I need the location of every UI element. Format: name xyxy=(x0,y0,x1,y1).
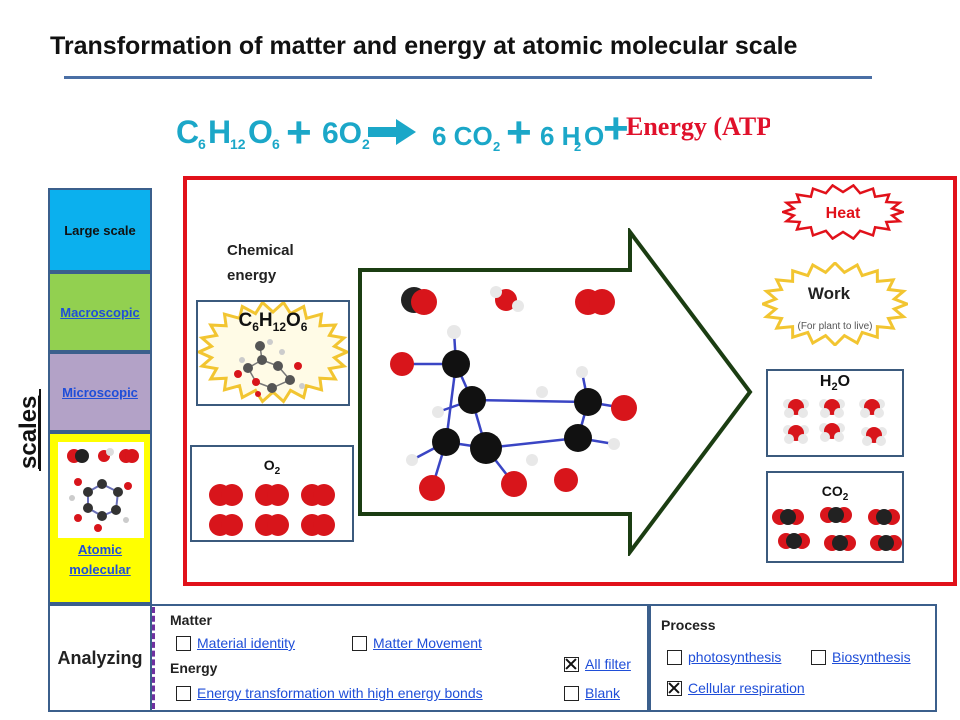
biosynthesis-checkbox[interactable] xyxy=(811,649,826,665)
process-section-title: Process xyxy=(661,617,716,633)
equation-h2o-o: O xyxy=(584,121,604,151)
heat-starburst: Heat xyxy=(782,184,904,240)
scale-microscopic-link[interactable]: Microscopic xyxy=(62,384,138,400)
blank-checkbox[interactable] xyxy=(564,685,579,701)
material-identity-link[interactable]: Material identity xyxy=(197,635,296,651)
scale-macroscopic[interactable]: Macroscopic xyxy=(48,272,152,352)
energy-section-title: Energy xyxy=(170,660,218,676)
equation-oxygen-sub: 2 xyxy=(362,136,370,152)
scale-large-label: Large scale xyxy=(64,222,136,238)
analyzing-label: Analyzing xyxy=(48,604,152,712)
energy-transformation-link[interactable]: Energy transformation with high energy b… xyxy=(197,685,483,701)
page-title: Transformation of matter and energy at a… xyxy=(50,32,798,60)
matter-movement-checkbox[interactable] xyxy=(352,635,367,651)
scale-atomic-molecular[interactable]: Atomic molecular xyxy=(48,432,152,604)
blank-option[interactable]: Blank xyxy=(564,685,620,701)
oxygen-molecules xyxy=(209,484,335,536)
scales-axis-label: scales xyxy=(15,389,42,471)
arrow-glucose-molecule xyxy=(390,325,637,501)
glucose-starburst xyxy=(198,302,348,404)
glucose-molecule-image xyxy=(58,442,144,538)
panel-divider xyxy=(152,607,155,709)
material-identity-option[interactable]: Material identity xyxy=(176,635,295,651)
equation-plus-2: + xyxy=(506,108,532,157)
svg-text:scales: scales xyxy=(15,396,42,469)
equation-plus-1: + xyxy=(286,108,312,157)
water-molecules xyxy=(783,399,887,446)
biosynthesis-link[interactable]: Biosynthesis xyxy=(832,649,911,665)
photosynthesis-option[interactable]: photosynthesis xyxy=(667,649,781,665)
scale-atomic-link-line2[interactable]: molecular xyxy=(69,562,131,577)
arrow-top-molecules xyxy=(401,286,615,315)
water-formula: H2O xyxy=(819,373,851,394)
carbon-dioxide-molecules xyxy=(772,507,902,551)
equation-glucose-sub3: 6 xyxy=(272,136,280,152)
cellular-respiration-link[interactable]: Cellular respiration xyxy=(688,680,805,696)
equation-h2o-sub: 2 xyxy=(574,139,581,154)
equation-oxygen: 6O xyxy=(322,117,362,150)
equation-glucose-h: H xyxy=(208,114,231,150)
equation-plus-3: + xyxy=(603,104,629,153)
cellular-respiration-checkbox[interactable] xyxy=(667,680,682,696)
oxygen-box: O2 xyxy=(190,445,354,542)
scale-large[interactable]: Large scale xyxy=(48,188,152,272)
glucose-box: C6H12O6 xyxy=(196,300,350,406)
blank-link[interactable]: Blank xyxy=(585,685,621,701)
transformation-arrow xyxy=(358,228,753,556)
scale-microscopic[interactable]: Microscopic xyxy=(48,352,152,432)
respiration-equation: C 6 H 12 O 6 + 6O 2 6 CO 2 + 6 H 2 O + E… xyxy=(176,104,770,157)
all-filter-option[interactable]: All filter xyxy=(564,656,631,672)
carbon-dioxide-formula: CO2 xyxy=(821,483,849,503)
water-box: H2O xyxy=(766,369,904,457)
process-panel: Process photosynthesis Biosynthesis Cell… xyxy=(649,604,937,712)
matter-movement-option[interactable]: Matter Movement xyxy=(352,635,482,651)
all-filter-link[interactable]: All filter xyxy=(585,656,631,672)
matter-movement-link[interactable]: Matter Movement xyxy=(373,635,482,651)
scale-atomic-link-line1[interactable]: Atomic xyxy=(77,542,123,557)
carbon-dioxide-box: CO2 xyxy=(766,471,904,563)
energy-transformation-checkbox[interactable] xyxy=(176,685,191,701)
photosynthesis-link[interactable]: photosynthesis xyxy=(688,649,782,665)
matter-section-title: Matter xyxy=(170,612,213,628)
equation-h2o-h: 6 H xyxy=(540,121,580,151)
equation-glucose-c: C xyxy=(176,114,199,150)
equation-co2: 6 CO xyxy=(432,121,493,151)
material-identity-checkbox[interactable] xyxy=(176,635,191,651)
equation-co2-sub: 2 xyxy=(493,139,500,154)
glucose-formula: C6H12O6 xyxy=(238,310,308,334)
equation-glucose-sub1: 6 xyxy=(198,136,206,152)
oxygen-formula: O2 xyxy=(263,457,281,477)
biosynthesis-option[interactable]: Biosynthesis xyxy=(811,649,911,665)
work-starburst: Work (For plant to live) xyxy=(762,262,908,346)
equation-arrow-icon xyxy=(368,119,416,145)
all-filter-checkbox[interactable] xyxy=(564,656,579,672)
matter-energy-panel: Matter Material identity Matter Movement… xyxy=(152,604,649,712)
equation-energy: Energy (ATP) xyxy=(626,112,770,141)
transformation-frame xyxy=(183,176,957,586)
equation-glucose-o: O xyxy=(248,114,273,150)
energy-transformation-option[interactable]: Energy transformation with high energy b… xyxy=(176,685,483,701)
photosynthesis-checkbox[interactable] xyxy=(667,649,682,665)
equation-glucose-sub2: 12 xyxy=(230,136,246,152)
title-underline xyxy=(64,76,872,79)
chemical-energy-label: Chemical energy xyxy=(227,242,294,284)
cellular-respiration-option[interactable]: Cellular respiration xyxy=(667,680,805,696)
heat-label: Heat xyxy=(826,205,861,222)
scale-macroscopic-link[interactable]: Macroscopic xyxy=(60,304,140,320)
work-note: (For plant to live) xyxy=(797,321,872,332)
work-label: Work xyxy=(808,284,851,303)
